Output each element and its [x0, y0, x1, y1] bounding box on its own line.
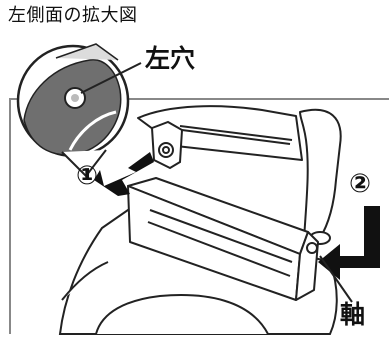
zoom-inset: [16, 43, 142, 158]
step-1-number: ①: [76, 161, 99, 191]
arrow-step-1: [94, 152, 154, 196]
washlet-unit-illustration: [127, 177, 319, 301]
step-2-number: ②: [349, 169, 372, 199]
axle-pointer: [319, 255, 353, 303]
view-frame: [9, 98, 389, 334]
hinge-bracket-illustration: [150, 120, 184, 170]
diagram-caption: 左側面の拡大図: [8, 5, 138, 26]
zoom-pointer: [61, 149, 107, 178]
left-hole-label: 左穴: [145, 44, 196, 73]
toilet-lid-illustration: [137, 105, 342, 245]
arrow-step-2: [318, 206, 380, 280]
axle-label: 軸: [340, 300, 366, 329]
